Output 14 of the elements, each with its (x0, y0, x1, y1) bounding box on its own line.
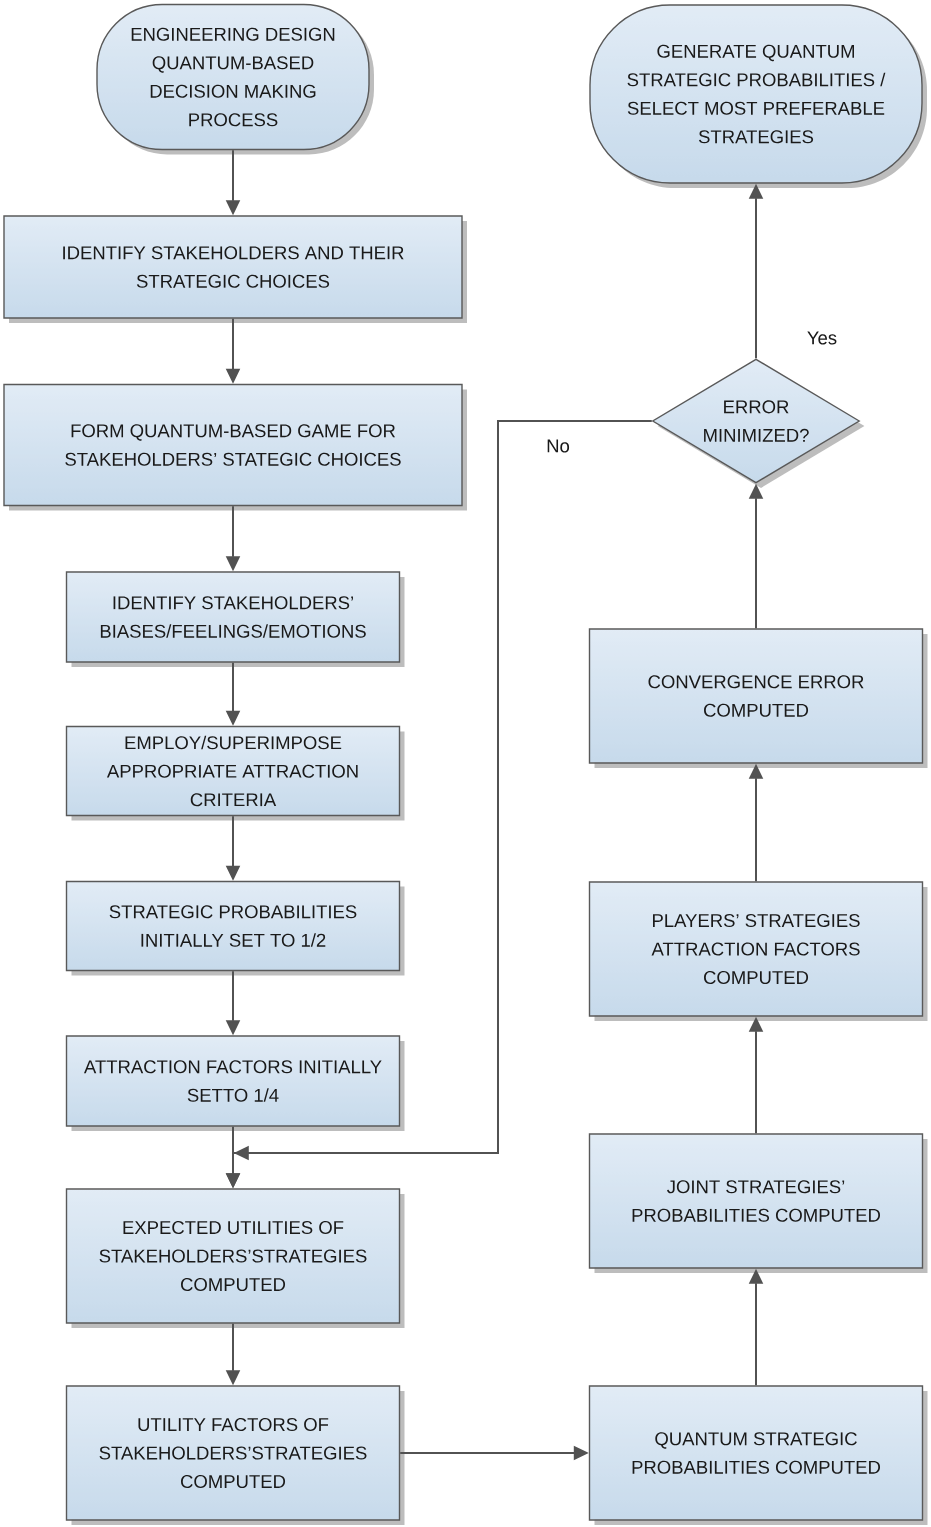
process-box: IDENTIFY STAKEHOLDERS AND THEIR STRATEGIC CHOICES (3, 215, 467, 323)
process-box: PLAYERS’ STRATEGIES ATTRACTION FACTORS COMPUTED (588, 881, 928, 1021)
edge-label: Yes (804, 329, 840, 347)
process-box: STRATEGIC PROBABILITIES INITIALLY SET TO 1/2 (65, 880, 405, 976)
process-box: CONVERGENCE ERROR COMPUTED (588, 628, 928, 768)
process-box: EMPLOY/SUPERIMPOSE APPROPRIATE ATTRACTION CRITERIA (65, 725, 405, 821)
process-box: JOINT STRATEGIES’ PROBABILITIES COMPUTED (588, 1133, 928, 1273)
process-box: QUANTUM STRATEGIC PROBABILITIES COMPUTED (588, 1385, 928, 1525)
edge-label: No (544, 437, 572, 455)
process-box: IDENTIFY STAKEHOLDERS’ BIASES/FEELINGS/EMOTIONS (65, 571, 405, 667)
process-box: ATTRACTION FACTORS INITIALLY SETTO 1/4 (65, 1035, 405, 1131)
process-box: FORM QUANTUM-BASED GAME FOR STAKEHOLDERS’ STATEGIC CHOICES (3, 383, 467, 511)
process-box: EXPECTED UTILITIES OF STAKEHOLDERS’STRATEGIES COMPUTED (65, 1188, 405, 1328)
process-box: UTILITY FACTORS OF STAKEHOLDERS’STRATEGIES COMPUTED (65, 1385, 405, 1525)
